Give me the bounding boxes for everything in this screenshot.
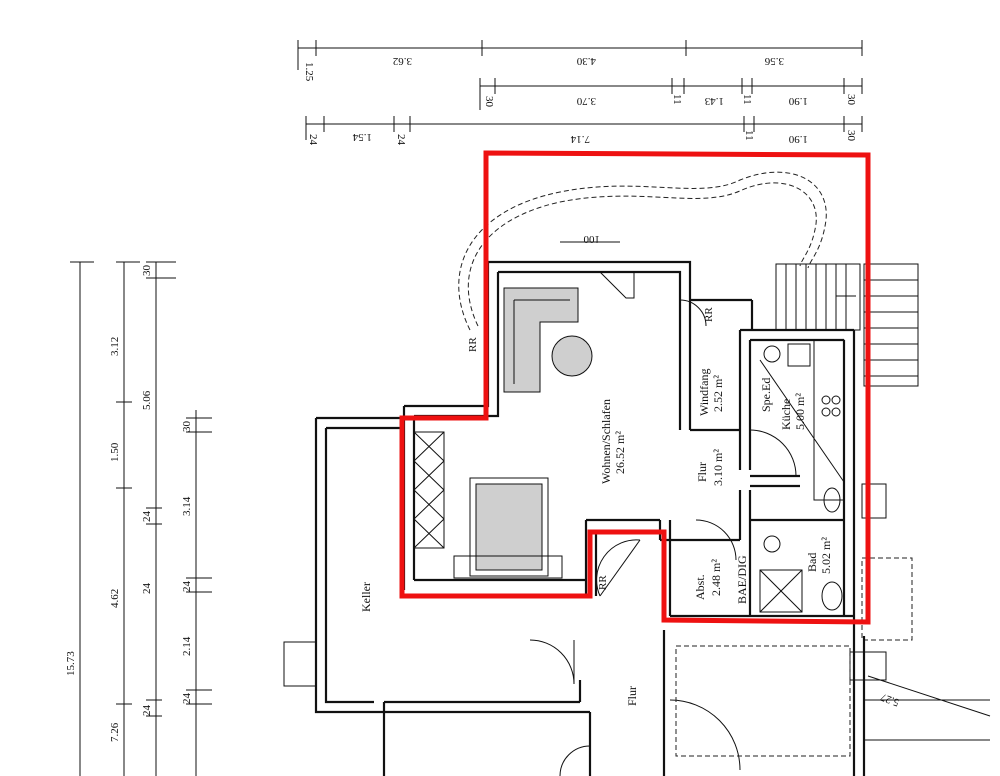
room-windfang-name: Windfang [697,368,711,416]
dim-left-2-2: 1.50 [109,442,121,462]
label-rr-lower: RR [597,575,609,590]
dim-left-2-1: 3.12 [109,337,121,356]
dim-top-2-6: 1.90 [788,95,808,107]
dim-left-4-5: 24 [181,693,193,705]
dim-top-1-4: 3.56 [764,55,784,67]
dim-left-4-1: 30 [181,421,193,433]
dim-top-2-3: 11 [671,94,683,105]
sofa [503,287,579,393]
room-wohnen-name: Wohnen/Schlafen [599,399,613,484]
label-stair-lower: 5.27 [878,690,901,708]
room-abst-area: 2.48 m² [709,559,723,596]
bed [453,477,563,579]
left-dimension-lines [70,261,212,776]
dim-top-1-3: 4.30 [576,55,596,67]
room-bad-name: Bad [805,553,819,572]
dim-top-2-5: 11 [741,94,753,105]
window-label: 100 [583,233,600,245]
dim-top-3-6: 1.90 [788,133,808,145]
dim-top-2-7: 30 [845,94,857,106]
round-table [551,335,593,377]
dim-left-3-4: 24 [141,583,153,595]
dim-left-2-3: 4.62 [109,589,121,608]
dim-left-3-2: 5.06 [141,390,153,410]
dim-top-2-4: 1.43 [704,95,724,107]
dim-top-2-1: 30 [483,96,495,108]
label-rr-mid: RR [703,307,715,322]
wardrobe [413,431,445,549]
room-speis-name: Spe.Ed [759,378,773,412]
room-keller-name: Keller [359,582,373,612]
room-bad-area: 5.02 m² [819,537,833,574]
dim-left-3-3: 24 [141,511,153,523]
kitchen-fixtures [759,339,845,501]
dim-top-1-1: 1.25 [303,62,315,82]
apartment-highlight-outline [399,150,871,625]
dim-left-total: 15.73 [65,651,77,676]
room-flur-upper-area: 3.10 m² [711,449,725,486]
dim-top-3-4: 7.14 [570,133,590,145]
label-rr-left: RR [467,337,479,352]
room-flur-lower-name: Flur [625,686,639,706]
dim-top-2-2: 3.70 [576,95,596,107]
dim-top-3-5: 11 [743,130,755,141]
dim-left-2-4: 7.26 [109,722,121,742]
bath-fixtures [759,487,843,613]
dim-left-3-5: 24 [141,705,153,717]
terrace-outline [458,171,827,331]
dim-left-4-3: 24 [181,581,193,593]
dim-left-4-4: 2.14 [181,636,193,656]
dim-top-3-7: 30 [845,130,857,142]
dim-left-4-2: 3.14 [181,496,193,516]
room-wohnen-area: 26.52 m² [613,431,627,474]
room-flur-upper-name: Flur [695,462,709,482]
label-baedig: BAE/DIG [735,555,749,604]
dim-top-3-2: 1.54 [352,131,372,143]
top-dimension-lines [297,40,863,140]
staircase [775,263,919,387]
terrace-outline-inner [467,182,817,327]
dim-top-1-2: 3.62 [393,55,412,67]
room-abst-name: Abst. [693,574,707,600]
room-windfang-area: 2.52 m² [711,375,725,412]
keller-walls [283,416,741,776]
room-kueche-name: Küche [779,399,793,430]
dim-left-3-1: 30 [141,265,153,277]
dim-top-3-1: 24 [307,134,319,146]
right-outer-walls [675,483,991,776]
dim-top-3-3: 24 [395,134,407,146]
room-kueche-area: 5.00 m² [793,393,807,430]
